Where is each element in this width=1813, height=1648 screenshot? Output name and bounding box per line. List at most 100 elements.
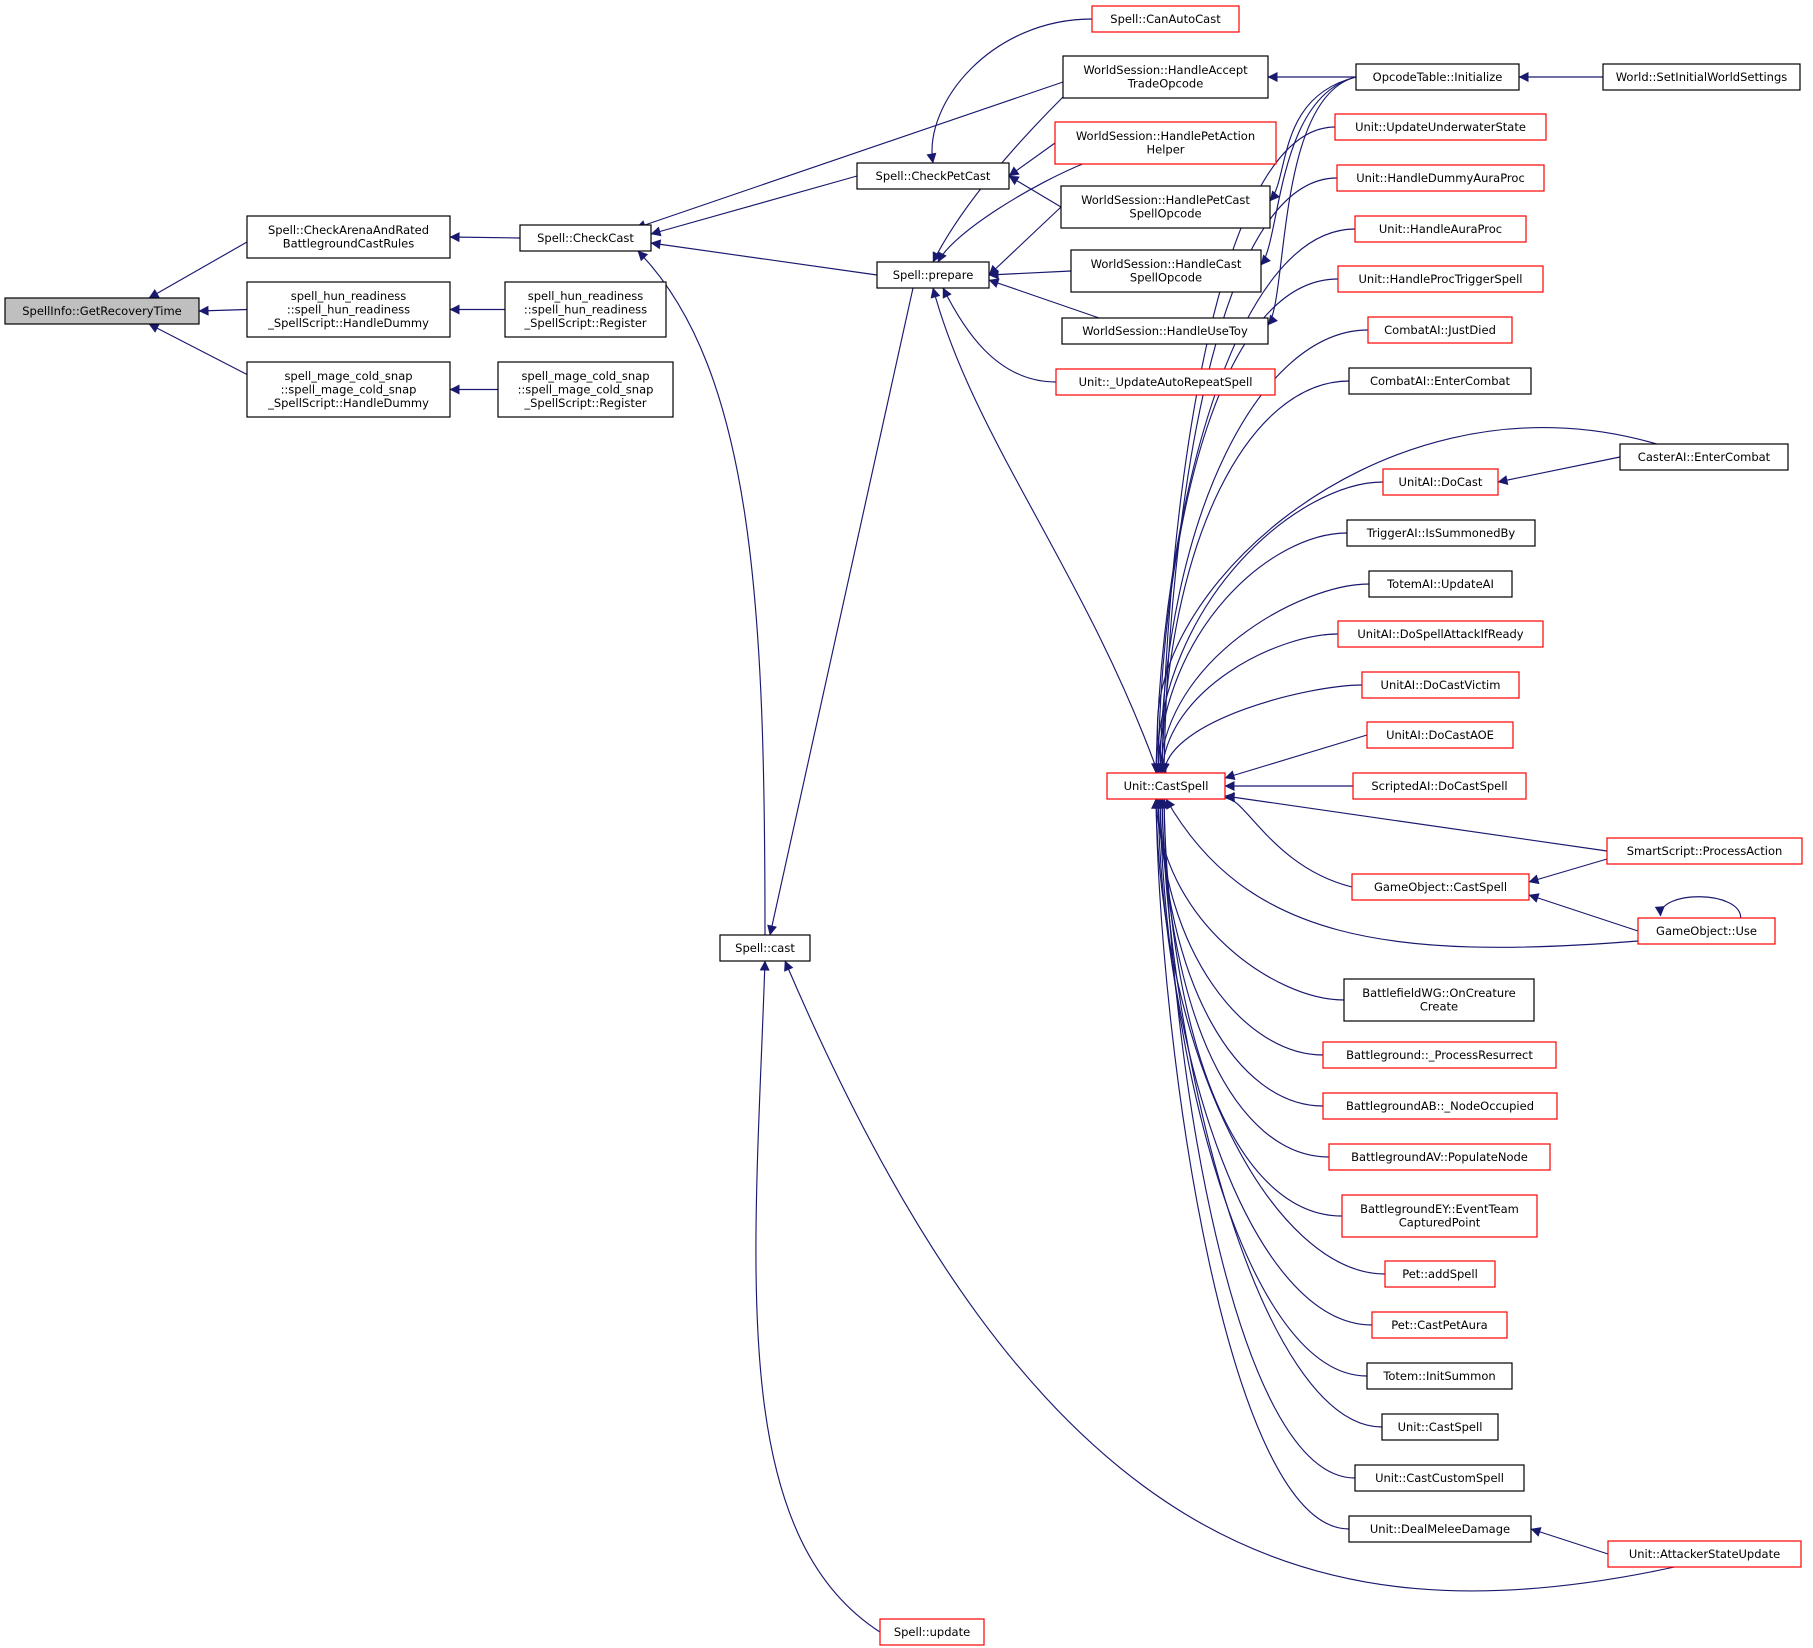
node-checkarena[interactable]: Spell::CheckArenaAndRatedBattlegroundCas… <box>246 215 451 259</box>
edge-eventteam-to-unitcastspell <box>1159 798 1343 1217</box>
node-proctrigger[interactable]: Unit::HandleProcTriggerSpell <box>1337 265 1544 293</box>
node-box <box>246 215 451 259</box>
node-processresurrect[interactable]: Battleground::_ProcessResurrect <box>1322 1041 1557 1069</box>
edge-opcodeinit-to-castspellopcode <box>1260 76 1357 266</box>
node-label-line: TradeOpcode <box>1127 77 1204 91</box>
edge-spellcast-to-checkcast <box>637 250 766 936</box>
node-auraproc[interactable]: Unit::HandleAuraProc <box>1354 215 1527 243</box>
edge-arrow <box>1528 893 1639 932</box>
node-totemsummon[interactable]: Totem::InitSummon <box>1366 1362 1513 1390</box>
edge-arrow <box>650 175 858 237</box>
node-box <box>1336 164 1545 192</box>
edge-gouse-to-gocastspell <box>1528 893 1639 932</box>
node-canautocast[interactable]: Spell::CanAutoCast <box>1091 5 1240 33</box>
node-dummyauraproc[interactable]: Unit::HandleDummyAuraProc <box>1336 164 1545 192</box>
node-processaction[interactable]: SmartScript::ProcessAction <box>1606 837 1803 865</box>
node-box <box>719 934 811 962</box>
node-petaddspell[interactable]: Pet::addSpell <box>1384 1260 1496 1288</box>
edge-arrow <box>988 278 1103 320</box>
node-unitaidocast[interactable]: UnitAI::DoCast <box>1382 468 1499 496</box>
node-unitcastspell[interactable]: Unit::CastSpell <box>1106 772 1226 800</box>
node-usetoy[interactable]: WorldSession::HandleUseToy <box>1061 317 1269 345</box>
node-docastaoe[interactable]: UnitAI::DoCastAOE <box>1366 721 1514 749</box>
node-prepare[interactable]: Spell::prepare <box>876 261 990 289</box>
edge-arrow <box>1151 798 1350 1530</box>
node-castpetaura[interactable]: Pet::CastPetAura <box>1371 1311 1508 1339</box>
edge-attackerstate-to-spellcast <box>784 960 1675 1592</box>
node-nodeoccupied[interactable]: BattlegroundAB::_NodeOccupied <box>1322 1092 1558 1120</box>
edge-arrow <box>1165 798 1639 948</box>
edge-arrow <box>988 269 1072 280</box>
node-label-line: Spell::CanAutoCast <box>1110 12 1221 26</box>
node-label-line: Battleground::_ProcessResurrect <box>1346 1048 1533 1062</box>
node-box <box>1602 63 1801 91</box>
node-opcodeinit[interactable]: OpcodeTable::Initialize <box>1355 63 1520 91</box>
node-combatjustdied[interactable]: CombatAI::JustDied <box>1367 316 1513 344</box>
node-label-line: CombatAI::JustDied <box>1384 323 1496 337</box>
node-box <box>1619 443 1789 471</box>
node-worldsettings[interactable]: World::SetInitialWorldSettings <box>1602 63 1801 91</box>
node-box <box>1361 671 1520 699</box>
node-dospellattack[interactable]: UnitAI::DoSpellAttackIfReady <box>1337 620 1544 648</box>
node-spellupdate[interactable]: Spell::update <box>879 1618 985 1646</box>
node-docastvictim[interactable]: UnitAI::DoCastVictim <box>1361 671 1520 699</box>
node-getrecovery[interactable]: SpellInfo::GetRecoveryTime <box>4 297 200 325</box>
node-mage-register[interactable]: spell_mage_cold_snap::spell_mage_cold_sn… <box>497 361 674 418</box>
node-label-line: Unit::AttackerStateUpdate <box>1629 1547 1780 1561</box>
node-spellcast[interactable]: Spell::cast <box>719 934 811 962</box>
node-triggersummoned[interactable]: TriggerAI::IsSummonedBy <box>1346 519 1536 547</box>
node-checkpetcast[interactable]: Spell::CheckPetCast <box>856 162 1010 190</box>
node-label-line: Helper <box>1146 143 1184 157</box>
node-castcustomspell[interactable]: Unit::CastCustomSpell <box>1354 1464 1525 1492</box>
node-casterentercombat[interactable]: CasterAI::EnterCombat <box>1619 443 1789 471</box>
node-label-line: WorldSession::HandleUseToy <box>1082 324 1248 338</box>
node-combatentercombat[interactable]: CombatAI::EnterCombat <box>1348 367 1532 395</box>
edge-arrow <box>1530 1527 1609 1555</box>
node-gouse[interactable]: GameObject::Use <box>1637 917 1776 945</box>
node-label-line: Spell::cast <box>735 941 795 955</box>
node-populatenode[interactable]: BattlegroundAV::PopulateNode <box>1328 1143 1551 1171</box>
node-box <box>1322 1041 1557 1069</box>
node-label-line: Unit::CastSpell <box>1124 779 1209 793</box>
edge-combatjustdied-to-unitcastspell <box>1155 329 1369 774</box>
node-label-line: spell_hun_readiness <box>528 289 644 303</box>
edge-arrow <box>1151 228 1356 774</box>
node-label-line: Spell::update <box>894 1625 970 1639</box>
node-totemupdateai[interactable]: TotemAI::UpdateAI <box>1368 570 1513 598</box>
node-hun-register[interactable]: spell_hun_readiness::spell_hun_readiness… <box>504 281 667 338</box>
node-label-line: _SpellScript::Register <box>523 396 647 410</box>
edge-arrow <box>1654 896 1742 919</box>
node-dealmelee[interactable]: Unit::DealMeleeDamage <box>1348 1515 1532 1543</box>
edge-underwater-to-unitcastspell <box>1157 126 1336 774</box>
node-attackerstate[interactable]: Unit::AttackerStateUpdate <box>1607 1540 1802 1568</box>
node-box <box>497 361 674 418</box>
edge-arrow <box>1157 126 1336 774</box>
nodes-layer: SpellInfo::GetRecoveryTime Spell::CheckAr… <box>4 5 1803 1646</box>
edge-arrow <box>937 162 1086 263</box>
edge-arrow <box>1155 798 1368 1377</box>
node-autorepeat[interactable]: Unit::_UpdateAutoRepeatSpell <box>1055 368 1276 396</box>
node-scripteddocast[interactable]: ScriptedAI::DoCastSpell <box>1352 772 1527 800</box>
node-gocastspell[interactable]: GameObject::CastSpell <box>1351 873 1530 901</box>
edge-petcastspell-to-checkpetcast <box>1008 175 1062 208</box>
edge-arrow <box>1008 175 1062 208</box>
node-box <box>504 281 667 338</box>
node-label-line: Pet::CastPetAura <box>1391 1318 1487 1332</box>
node-unitcastspell2[interactable]: Unit::CastSpell <box>1381 1413 1499 1441</box>
node-label-line: WorldSession::HandlePetCast <box>1081 193 1250 207</box>
edges-layer <box>148 18 1742 1633</box>
node-label-line: Unit::HandleDummyAuraProc <box>1356 171 1525 185</box>
node-mage-dummy[interactable]: spell_mage_cold_snap::spell_mage_cold_sn… <box>246 361 451 418</box>
edge-processaction-to-gocastspell <box>1528 858 1608 885</box>
node-checkcast[interactable]: Spell::CheckCast <box>519 224 652 252</box>
node-label-line: CasterAI::EnterCombat <box>1638 450 1771 464</box>
node-underwater[interactable]: Unit::UpdateUnderwaterState <box>1334 113 1547 141</box>
node-hun-dummy[interactable]: spell_hun_readiness::spell_hun_readiness… <box>246 281 451 338</box>
node-box <box>1384 1260 1496 1288</box>
